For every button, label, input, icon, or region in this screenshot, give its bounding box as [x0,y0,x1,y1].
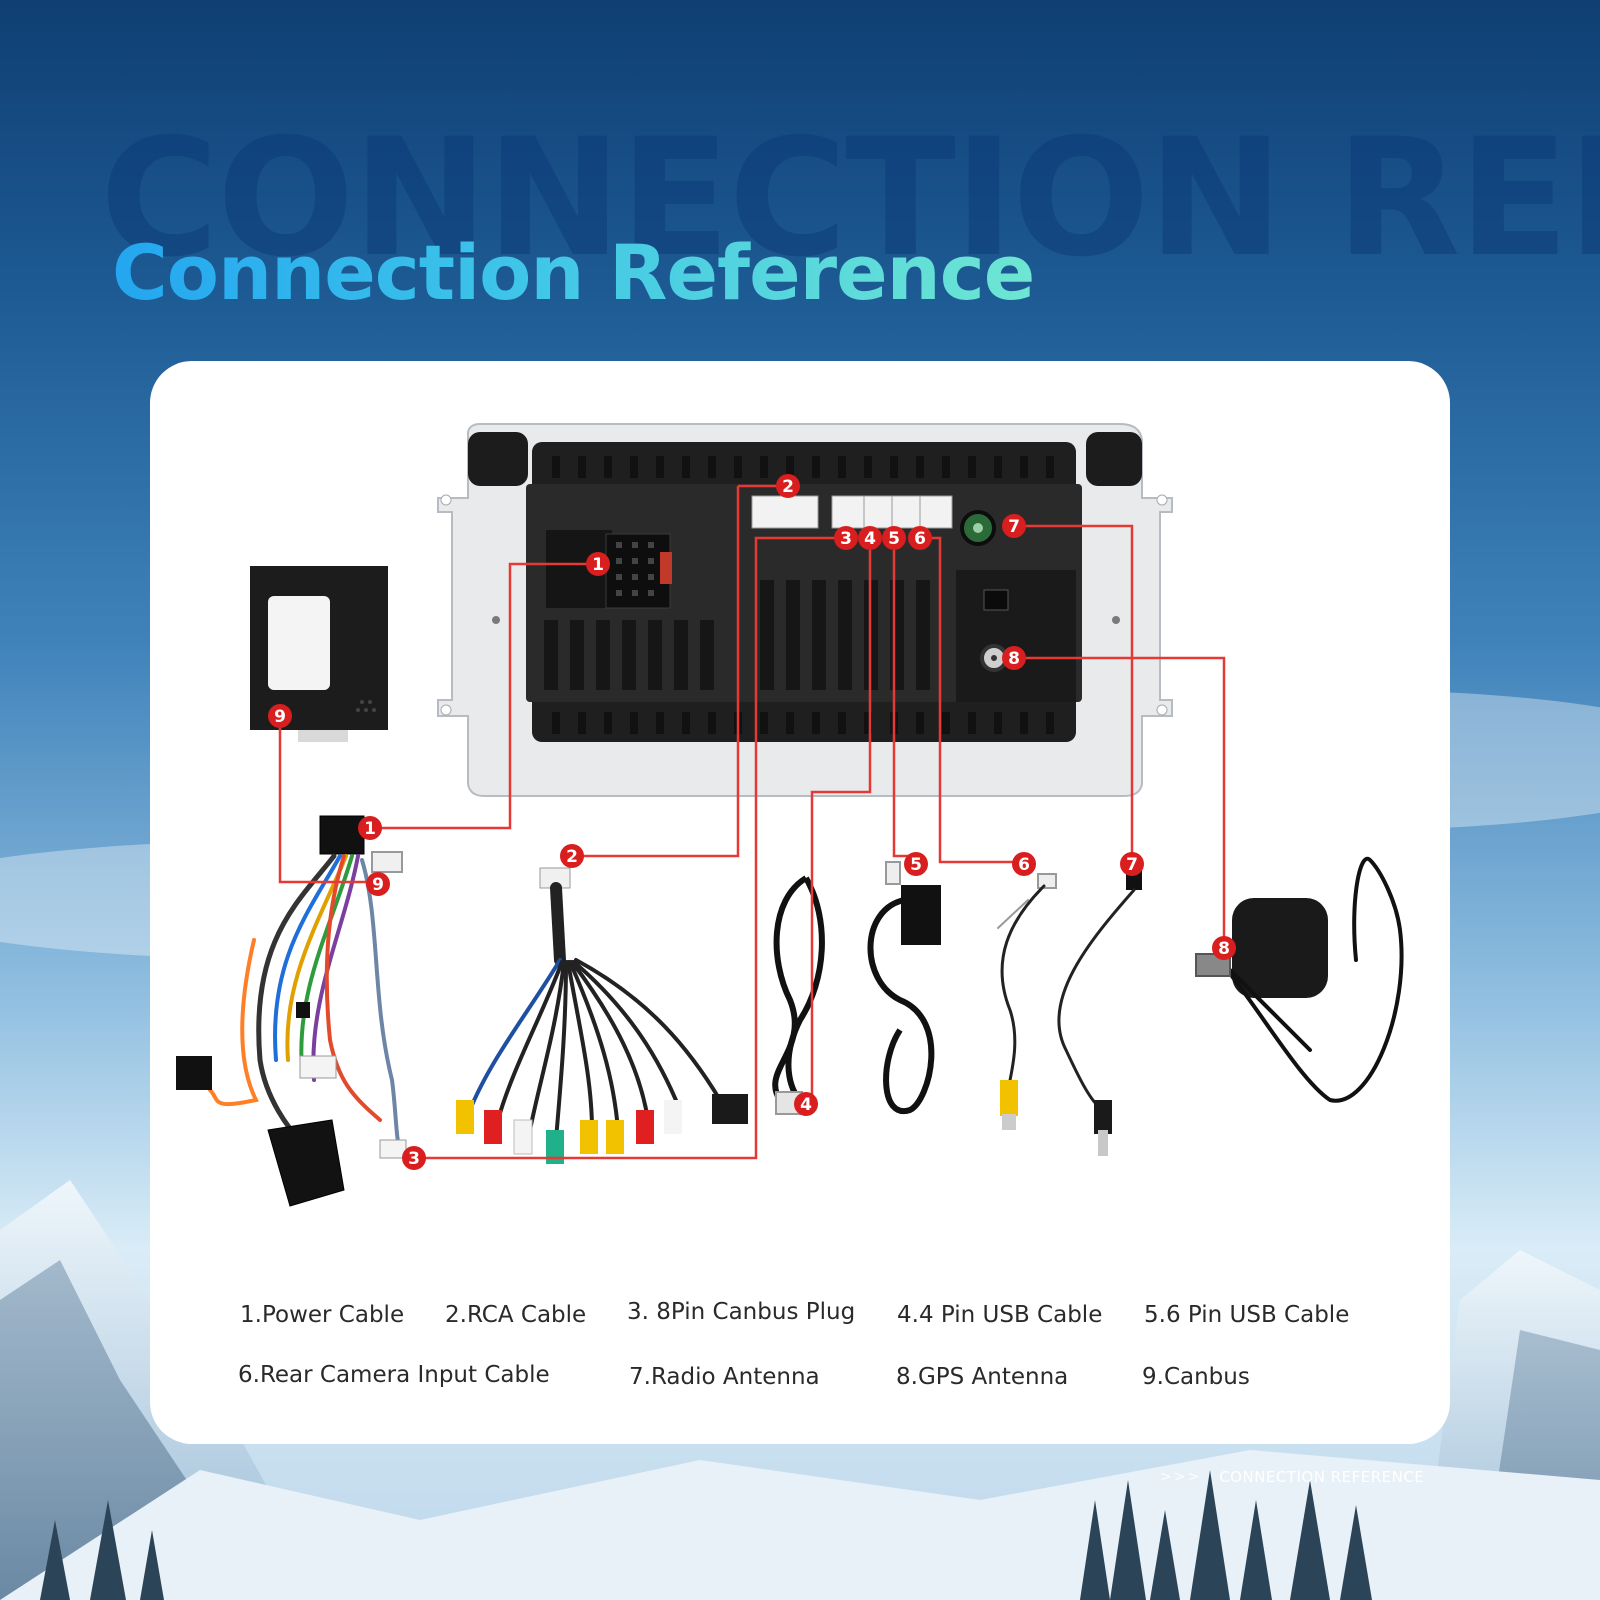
badge-2-cable: 2 [560,844,584,868]
badge-7: 7 [1002,514,1026,538]
footer-caption: >>> CONNECTION REFERENCE [1160,1468,1424,1486]
badge-4: 4 [858,526,882,550]
svg-text:7: 7 [1008,517,1020,537]
svg-text:3: 3 [840,529,852,549]
badge-3: 3 [834,526,858,550]
legend-item-power-cable: 1.Power Cable [240,1302,405,1328]
badge-1-cable: 1 [358,816,382,840]
svg-text:7: 7 [1126,855,1138,875]
svg-text:9: 9 [274,707,286,727]
badge-9-cable: 9 [366,872,390,896]
head-unit-rear [437,423,1173,797]
legend-item-4pin-usb: 4.4 Pin USB Cable [897,1302,1103,1328]
legend-item-rear-camera: 6.Rear Camera Input Cable [238,1362,550,1388]
badge-7-cable: 7 [1120,852,1144,876]
badge-5: 5 [882,526,906,550]
badge-8-cable: 8 [1212,936,1236,960]
badge-6-cable: 6 [1012,852,1036,876]
svg-text:1: 1 [364,819,376,839]
legend-item-rca-cable: 2.RCA Cable [445,1302,587,1328]
svg-text:2: 2 [782,477,794,497]
background-watermark: CONNECTION REFERENCE [100,118,1600,280]
chevron-right-icon: >>> [1160,1469,1202,1485]
svg-text:4: 4 [864,529,876,549]
rear-camera-cable [997,873,1057,1130]
page-title: Connection Reference [112,228,1035,317]
svg-text:8: 8 [1008,649,1020,669]
legend-item-canbus: 9.Canbus [1142,1364,1250,1390]
badge-4-cable: 4 [794,1092,818,1116]
legend-item-radio-antenna: 7.Radio Antenna [629,1364,820,1390]
svg-text:4: 4 [800,1095,812,1115]
usb-4pin-cable [772,875,825,1115]
badge-2: 2 [776,474,800,498]
svg-text:8: 8 [1218,939,1230,959]
usb-6pin-cable [867,861,941,1115]
badge-1: 1 [586,552,610,576]
legend-item-gps-antenna: 8.GPS Antenna [896,1364,1069,1390]
svg-text:6: 6 [1018,855,1030,875]
gps-antenna [1195,856,1404,1103]
svg-text:5: 5 [888,529,900,549]
svg-text:1: 1 [592,555,604,575]
canbus-box [250,566,388,742]
svg-text:2: 2 [566,847,578,867]
badge-9: 9 [268,704,292,728]
svg-text:5: 5 [910,855,922,875]
badge-3-cable: 3 [402,1146,426,1170]
radio-antenna-cable [1057,868,1142,1156]
legend-item-canbus-plug: 3. 8Pin Canbus Plug [627,1299,856,1325]
badge-8: 8 [1002,646,1026,670]
badge-group: 1 2 3 4 5 6 7 8 9 1 2 3 4 5 6 7 8 9 [268,474,1236,1170]
badge-5-cable: 5 [904,852,928,876]
badge-6: 6 [908,526,932,550]
svg-text:3: 3 [408,1149,420,1169]
footer-label: CONNECTION REFERENCE [1219,1468,1425,1486]
svg-text:9: 9 [372,875,384,895]
svg-text:6: 6 [914,529,926,549]
legend-item-6pin-usb: 5.6 Pin USB Cable [1144,1302,1350,1328]
rca-cable-bundle [456,867,748,1164]
